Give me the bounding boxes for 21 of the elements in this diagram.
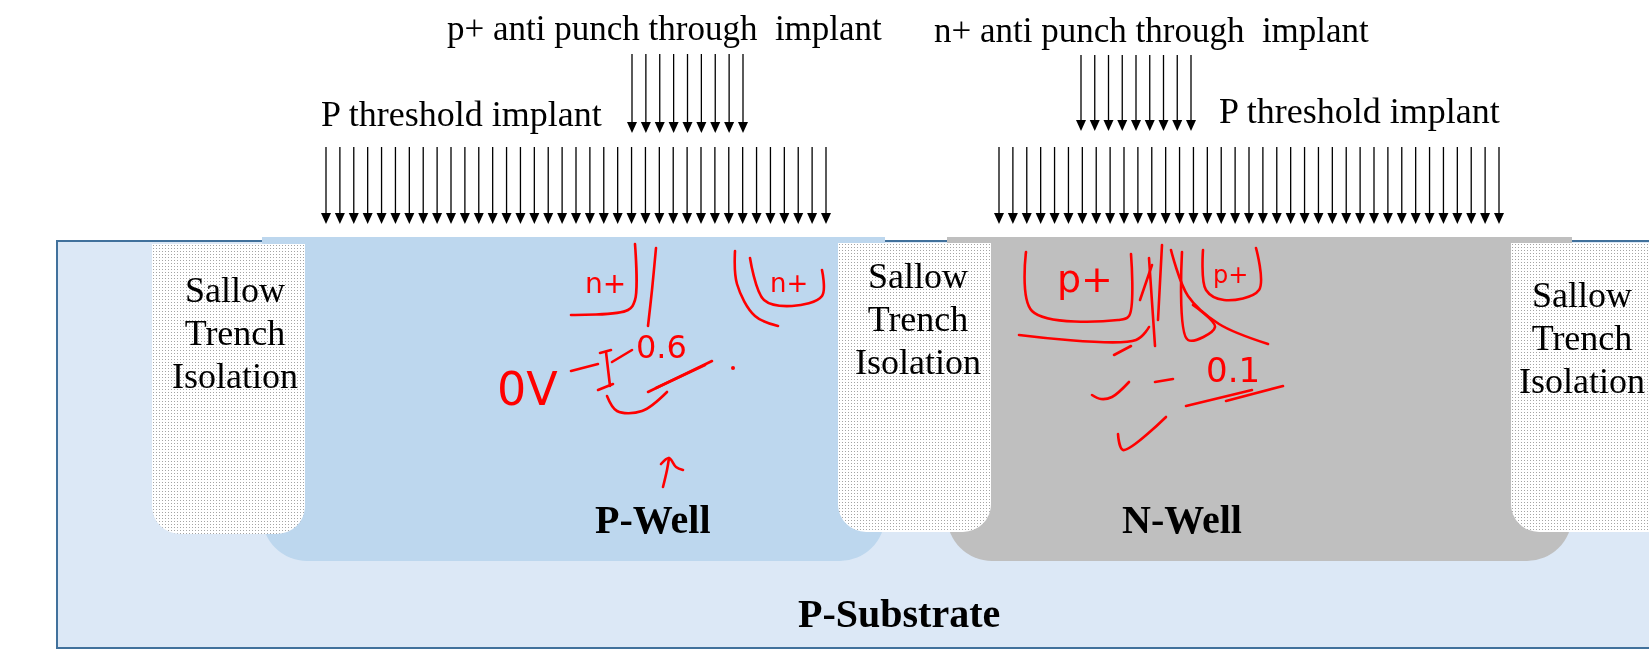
region-label: P-Substrate (798, 589, 1001, 638)
implant-label: p+ anti punch through implant (447, 8, 882, 51)
isolation-label: Sallow Trench Isolation (855, 255, 981, 385)
implant-label: P threshold implant (1219, 90, 1500, 134)
handwritten-note: n+ (585, 270, 627, 299)
handwritten-note: 0V (497, 366, 558, 413)
handwritten-note: 0.1 (1206, 353, 1261, 388)
isolation-label: Sallow Trench Isolation (1519, 274, 1645, 404)
trench-isolation-block (1511, 243, 1649, 532)
handwritten-note: p+ (1213, 262, 1249, 287)
substrate-region (56, 240, 1649, 649)
trench-isolation-block (838, 243, 991, 532)
handwritten-note: p+ (1057, 259, 1113, 298)
implant-label: P threshold implant (321, 93, 602, 137)
region-label: P-Well (595, 495, 711, 544)
isolation-label: Sallow Trench Isolation (172, 269, 298, 399)
implant-label: n+ anti punch through implant (934, 10, 1369, 53)
handwritten-note: n+ (770, 270, 809, 296)
trench-isolation-block (152, 244, 305, 534)
handwritten-note: 0.6 (636, 330, 687, 363)
region-label: N-Well (1122, 495, 1242, 544)
